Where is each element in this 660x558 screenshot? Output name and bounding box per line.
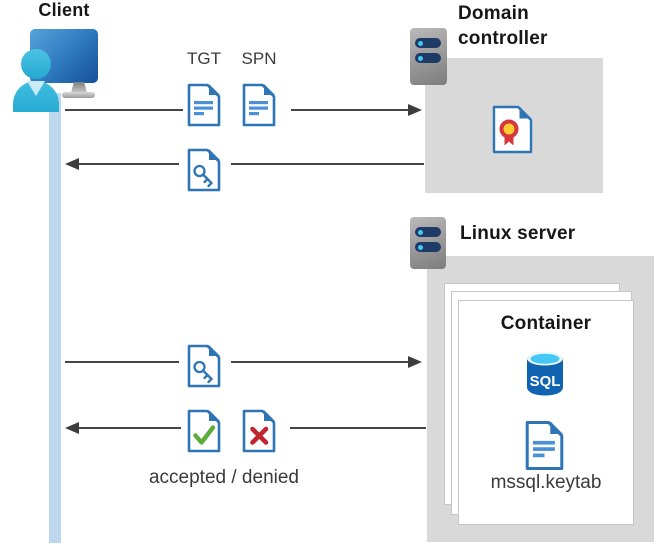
- sql-database-icon: SQL: [527, 351, 563, 396]
- domain-controller-server-icon: [410, 28, 447, 85]
- container-card: [458, 300, 634, 525]
- client-label: Client: [38, 0, 90, 20]
- arrowhead-left-icon: [65, 158, 79, 170]
- keytab-document-icon: [525, 420, 564, 471]
- linux-server-label: Linux server: [460, 223, 576, 244]
- key-ticket-document-icon: [187, 344, 221, 388]
- user-icon: [21, 49, 51, 79]
- certificate-icon: [492, 105, 533, 154]
- domain-controller-label: Domain controller: [458, 3, 548, 49]
- key-ticket-document-icon: [187, 148, 221, 192]
- arrowhead-right-icon: [408, 104, 422, 116]
- result-label: accepted / denied: [148, 467, 299, 488]
- accepted-document-icon: [187, 409, 221, 453]
- monitor-stand: [71, 82, 87, 93]
- tgt-label: TGT: [187, 49, 221, 68]
- tgt-document-icon: [187, 83, 221, 127]
- spn-document-icon: [242, 83, 276, 127]
- arrowhead-left-icon: [65, 422, 79, 434]
- keytab-label: mssql.keytab: [490, 472, 602, 493]
- denied-document-icon: [242, 409, 276, 453]
- client-lifeline: [49, 93, 61, 543]
- linux-server-icon: [410, 217, 446, 269]
- sql-label: SQL: [530, 373, 561, 390]
- spn-label: SPN: [241, 49, 277, 68]
- container-label: Container: [500, 313, 592, 334]
- monitor-stand-base: [62, 92, 95, 98]
- arrowhead-right-icon: [408, 356, 422, 368]
